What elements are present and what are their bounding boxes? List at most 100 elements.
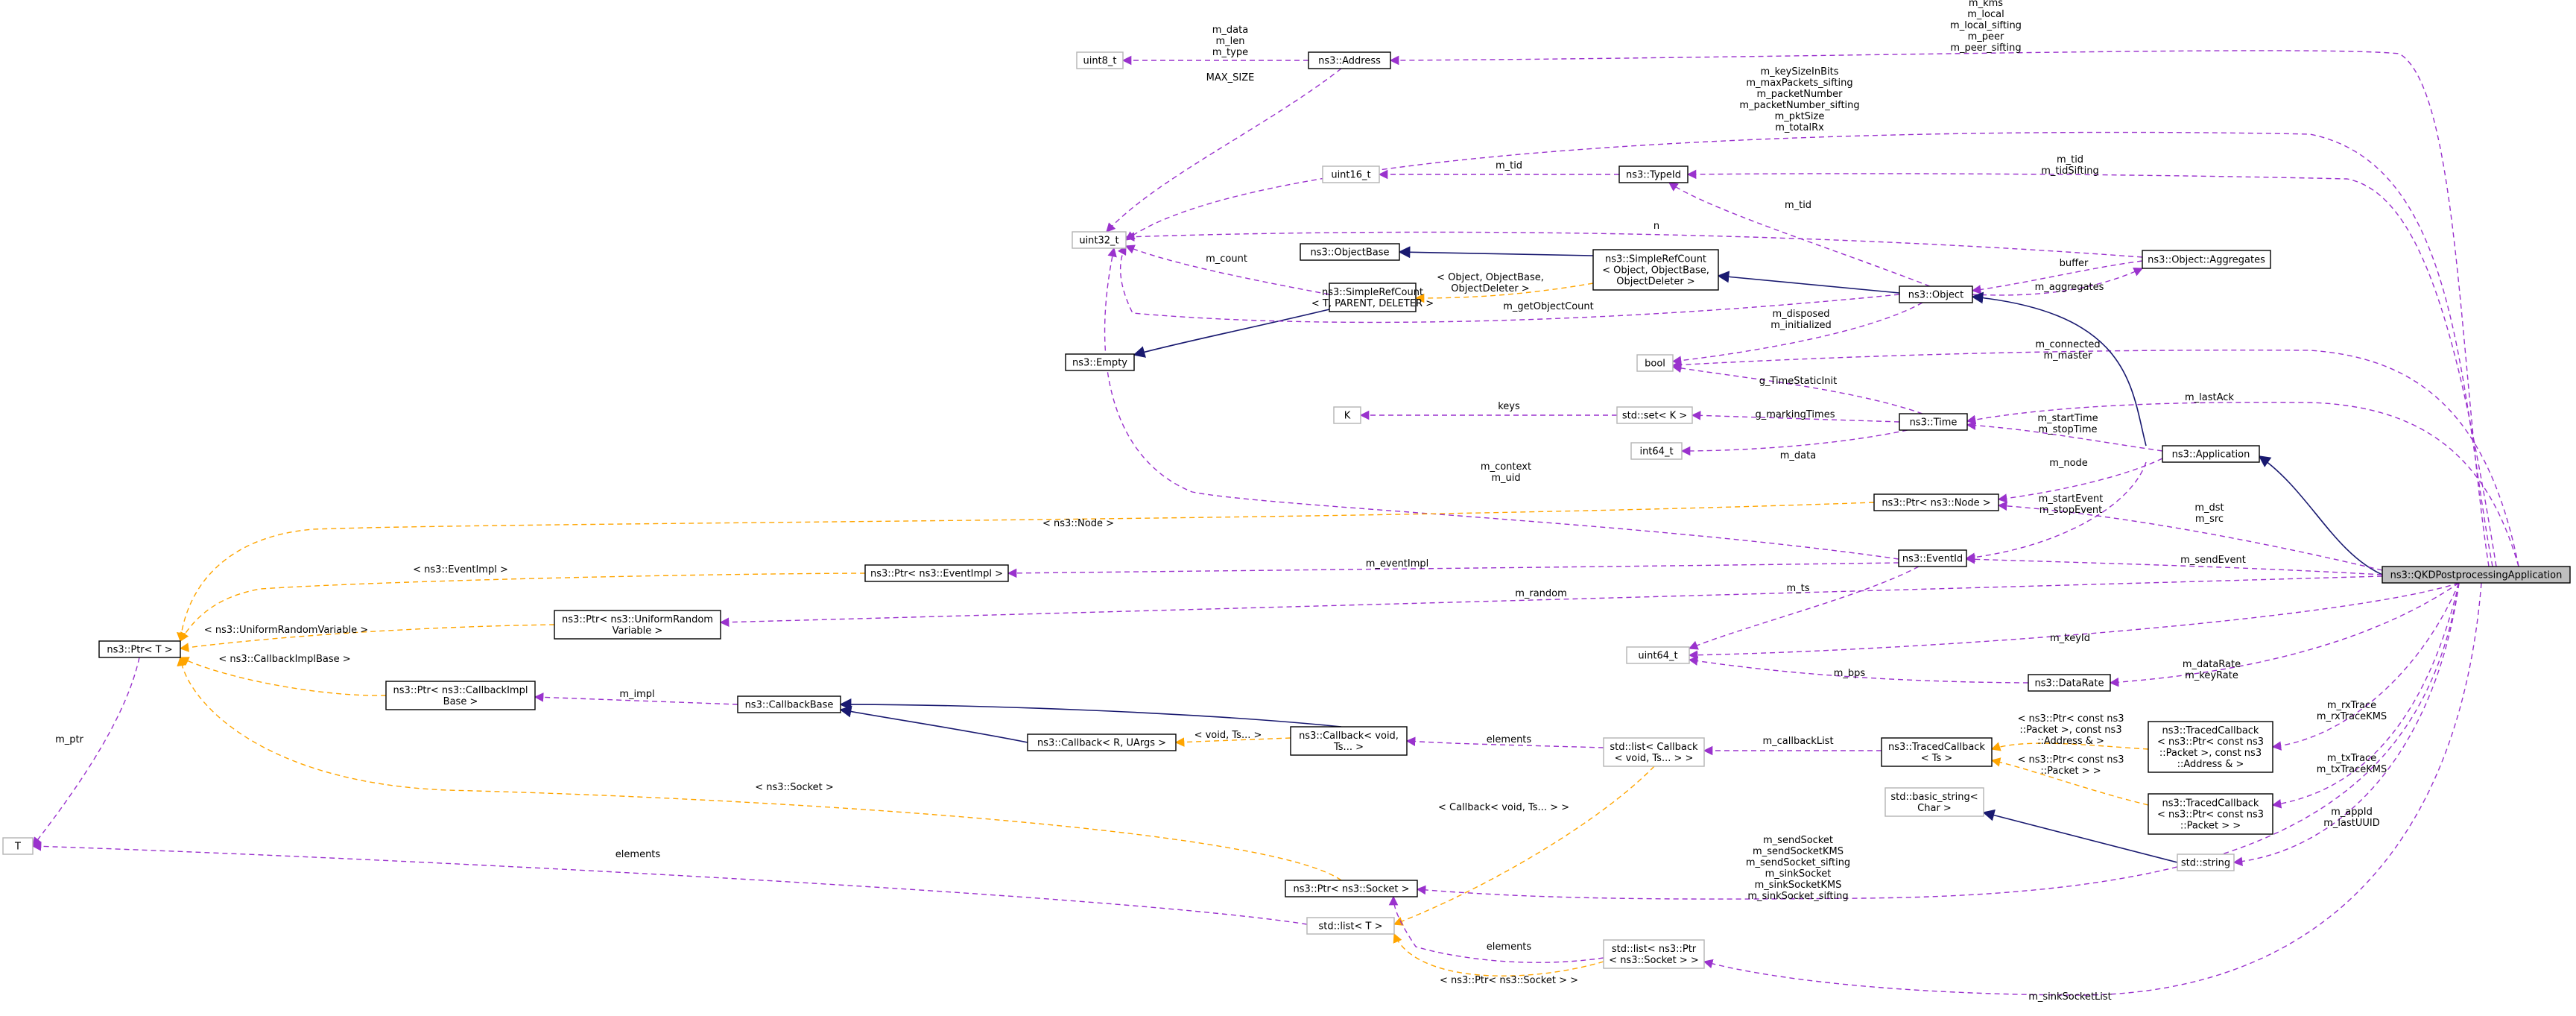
- node-address[interactable]: ns3::Address: [1308, 51, 1391, 69]
- node-box[interactable]: [1898, 549, 1967, 567]
- node-box[interactable]: [1322, 165, 1380, 183]
- node-box[interactable]: [2162, 445, 2260, 463]
- node-box[interactable]: [864, 564, 1009, 582]
- node-box[interactable]: [1065, 353, 1135, 371]
- node-ptrEventImpl[interactable]: ns3::Ptr< ns3::EventImpl >: [864, 564, 1009, 582]
- node-srcObj[interactable]: ns3::SimpleRefCount< Object, ObjectBase,…: [1592, 249, 1719, 291]
- node-box[interactable]: [1884, 787, 1984, 817]
- node-callbackVoid[interactable]: ns3::Callback< void,Ts... >: [1290, 726, 1408, 756]
- node-uint16[interactable]: uint16_t: [1322, 165, 1380, 183]
- node-label-line: ns3::Ptr< ns3::EventImpl >: [870, 569, 1003, 580]
- node-box[interactable]: [1290, 726, 1408, 756]
- node-label-line: ns3::TracedCallback: [2162, 798, 2259, 810]
- node-ptrSocket[interactable]: ns3::Ptr< ns3::Socket >: [1285, 880, 1418, 897]
- node-eventid[interactable]: ns3::EventId: [1898, 549, 1967, 567]
- node-box[interactable]: [1630, 442, 1683, 460]
- node-int64[interactable]: int64_t: [1630, 442, 1683, 460]
- node-box[interactable]: [1616, 406, 1693, 424]
- node-label: ns3::Ptr< ns3::Node >: [1882, 498, 1990, 509]
- node-box[interactable]: [1626, 646, 1690, 664]
- node-box[interactable]: [1603, 737, 1705, 767]
- node-uint64[interactable]: uint64_t: [1626, 646, 1690, 664]
- node-box[interactable]: [1333, 406, 1361, 424]
- node-box[interactable]: [98, 640, 181, 658]
- node-setK[interactable]: std::set< K >: [1616, 406, 1693, 424]
- edge-label: m_impl: [619, 689, 654, 700]
- node-box[interactable]: [1306, 917, 1395, 935]
- edge-e11: [1717, 271, 1900, 294]
- edge-line: [1717, 271, 1900, 294]
- node-objectbase[interactable]: ns3::ObjectBase: [1300, 243, 1400, 261]
- node-T[interactable]: T: [2, 837, 34, 855]
- node-srcT[interactable]: ns3::SimpleRefCount< T, PARENT, DELETER …: [1311, 283, 1434, 312]
- edge-e49: < ns3::Ptr< const ns3::Packet > >: [1990, 754, 2149, 806]
- node-box[interactable]: [1076, 51, 1124, 69]
- node-label-line: ns3::Ptr< ns3::Node >: [1882, 498, 1990, 509]
- node-K[interactable]: K: [1333, 406, 1361, 424]
- node-qkd[interactable]: ns3::QKDPostprocessingApplication: [2382, 566, 2571, 584]
- edge-e43: [839, 698, 1342, 728]
- edge-line: [1393, 933, 1604, 976]
- node-box[interactable]: [1285, 880, 1418, 897]
- node-ptrT[interactable]: ns3::Ptr< T >: [98, 640, 181, 658]
- node-box[interactable]: [737, 695, 841, 713]
- edge-line: [1990, 757, 2149, 806]
- node-application[interactable]: ns3::Application: [2162, 445, 2260, 463]
- node-box[interactable]: [1308, 51, 1391, 69]
- node-box[interactable]: [1300, 243, 1400, 261]
- edge-label-line: m_sinkSocketKMS: [1755, 880, 1842, 891]
- node-label: std::string: [2181, 858, 2230, 869]
- edge-e8: n: [1124, 221, 2143, 258]
- node-box[interactable]: [1603, 939, 1705, 969]
- node-box[interactable]: [2177, 853, 2235, 871]
- node-empty[interactable]: ns3::Empty: [1065, 353, 1135, 371]
- node-box[interactable]: [1636, 354, 1674, 372]
- node-box[interactable]: [1899, 285, 1973, 303]
- node-box[interactable]: [2, 837, 34, 855]
- node-box[interactable]: [2142, 250, 2271, 269]
- node-label: ns3::TracedCallback< ns3::Ptr< const ns3…: [2157, 725, 2264, 770]
- edge-label-line: elements: [615, 849, 661, 860]
- node-ptrNode[interactable]: ns3::Ptr< ns3::Node >: [1873, 493, 1999, 511]
- node-label: T: [14, 842, 21, 853]
- edge-e16: m_getObjectCount: [1118, 244, 1900, 324]
- node-stdString[interactable]: std::string: [2177, 853, 2235, 871]
- node-box[interactable]: [2148, 721, 2273, 773]
- node-box[interactable]: [2148, 793, 2273, 835]
- node-listT[interactable]: std::list< T >: [1306, 917, 1395, 935]
- node-datarate[interactable]: ns3::DataRate: [2028, 674, 2111, 692]
- node-box[interactable]: [2382, 566, 2571, 584]
- node-typeid[interactable]: ns3::TypeId: [1618, 165, 1689, 183]
- edge-label-line: m_stopTime: [2038, 424, 2097, 435]
- node-tracedCb[interactable]: ns3::TracedCallback< Ts >: [1881, 737, 1993, 767]
- node-box[interactable]: [1899, 413, 1968, 431]
- node-box[interactable]: [2028, 674, 2111, 692]
- node-box[interactable]: [1873, 493, 1999, 511]
- node-listCallback[interactable]: std::list< Callback< void, Ts... > >: [1603, 737, 1705, 767]
- node-object[interactable]: ns3::Object: [1899, 285, 1973, 303]
- node-box[interactable]: [1592, 249, 1719, 291]
- node-box[interactable]: [1329, 283, 1417, 312]
- node-box[interactable]: [1618, 165, 1689, 183]
- edge-label-line: m_callbackList: [1762, 736, 1833, 747]
- node-box[interactable]: [385, 681, 536, 710]
- node-aggregates[interactable]: ns3::Object::Aggregates: [2142, 250, 2271, 269]
- node-uint8[interactable]: uint8_t: [1076, 51, 1124, 69]
- node-box[interactable]: [554, 610, 721, 640]
- node-tracedCb1[interactable]: ns3::TracedCallback< ns3::Ptr< const ns3…: [2148, 721, 2273, 773]
- node-box[interactable]: [1881, 737, 1993, 767]
- node-callbackRU[interactable]: ns3::Callback< R, UArgs >: [1027, 733, 1177, 751]
- node-basicString[interactable]: std::basic_string<Char >: [1884, 787, 1984, 817]
- node-tracedCb2[interactable]: ns3::TracedCallback< ns3::Ptr< const ns3…: [2148, 793, 2273, 835]
- node-bool[interactable]: bool: [1636, 354, 1674, 372]
- node-callbackbase[interactable]: ns3::CallbackBase: [737, 695, 841, 713]
- node-box[interactable]: [1072, 231, 1127, 249]
- node-box[interactable]: [1027, 733, 1177, 751]
- node-listPtrSocket[interactable]: std::list< ns3::Ptr< ns3::Socket > >: [1603, 939, 1705, 969]
- node-uint32[interactable]: uint32_t: [1072, 231, 1127, 249]
- node-time[interactable]: ns3::Time: [1899, 413, 1968, 431]
